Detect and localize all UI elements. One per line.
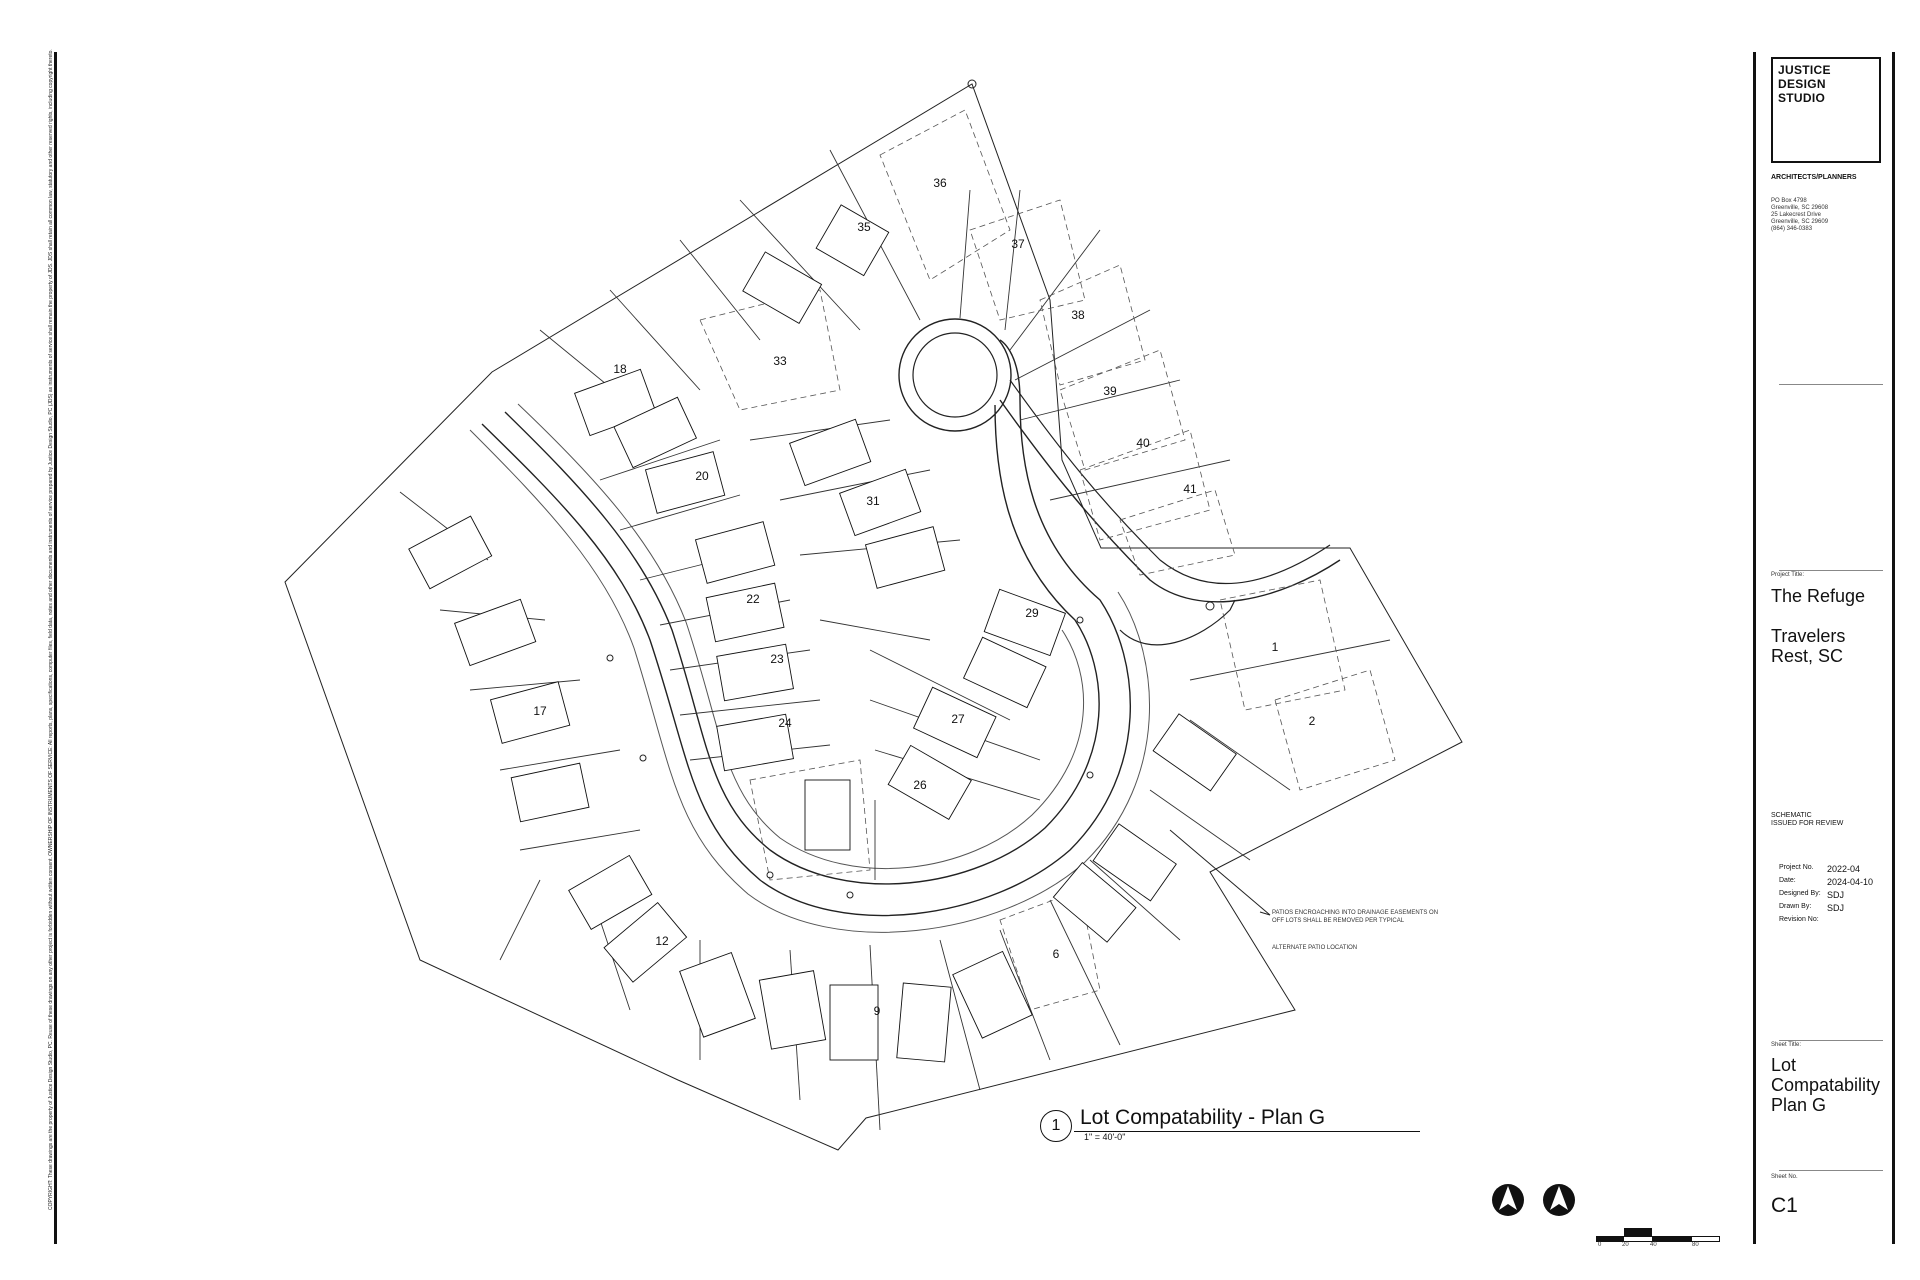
lot-number-35: 35 — [857, 220, 871, 234]
lot-number-22: 22 — [746, 592, 760, 606]
scale-tick-0: 0 — [1598, 1242, 1602, 1248]
lot-number-40: 40 — [1136, 436, 1150, 450]
left-border-line — [54, 52, 57, 1244]
meta-value: 2022-04 — [1827, 864, 1861, 874]
firm-name-line3: STUDIO — [1778, 91, 1826, 105]
meta-row: Project No. 2022-04 — [1779, 864, 1889, 874]
titleblock-rule — [1779, 384, 1883, 385]
meta-row: Date: 2024-04-10 — [1779, 877, 1889, 887]
meta-label: Designed By: — [1779, 890, 1821, 897]
lot-number-41: 41 — [1183, 482, 1197, 496]
scale-tick-20: 20 — [1622, 1242, 1629, 1248]
firm-address: PO Box 4798 Greenville, SC 29608 25 Lake… — [1771, 198, 1893, 233]
sheet-number-label: Sheet No. — [1771, 1174, 1798, 1180]
property-boundary — [284, 83, 1463, 1151]
sheet-number: C1 — [1771, 1194, 1798, 1217]
lot-number-23: 23 — [770, 652, 784, 666]
lot-number-2: 2 — [1309, 714, 1316, 728]
project-title-label: Project Title: — [1771, 572, 1805, 578]
titleblock-rule — [1779, 1040, 1883, 1041]
north-arrow-icon — [1543, 1184, 1575, 1216]
issue-status: SCHEMATIC ISSUED FOR REVIEW — [1771, 812, 1893, 828]
titleblock-border-right — [1892, 52, 1895, 1244]
sheet-title: Lot Compatability Plan G — [1771, 1055, 1893, 1115]
drawing-scale: 1" = 40'-0" — [1084, 1132, 1126, 1142]
address-line: PO Box 4798 — [1771, 198, 1807, 204]
lot-number-29: 29 — [1025, 606, 1039, 620]
meta-value: SDJ — [1827, 890, 1845, 900]
sheet-title-line2: Compatability — [1771, 1075, 1881, 1095]
lot-number-20: 20 — [695, 469, 709, 483]
lot-number-9: 9 — [874, 1004, 881, 1018]
sheet-title-line1: Lot — [1771, 1055, 1797, 1075]
sheet-title-label: Sheet Title: — [1771, 1042, 1802, 1048]
project-name: The Refuge — [1771, 586, 1866, 606]
lot-number-26: 26 — [913, 778, 927, 792]
meta-value: SDJ — [1827, 903, 1845, 913]
lot-number-17: 17 — [533, 704, 547, 718]
sheet-title-line3: Plan G — [1771, 1095, 1827, 1115]
lot-number-1: 1 — [1272, 640, 1279, 654]
lot-number-12: 12 — [655, 934, 669, 948]
alternate-patio-note: ALTERNATE PATIO LOCATION — [1272, 945, 1358, 951]
titleblock-rule — [1779, 1170, 1883, 1171]
street-curb-inner — [517, 403, 1084, 869]
address-line: 25 Lakecrest Drive — [1771, 212, 1822, 218]
meta-label: Date: — [1779, 877, 1796, 884]
culdesac-spur — [999, 399, 1341, 603]
status-line2: ISSUED FOR REVIEW — [1771, 820, 1844, 827]
lot-number-39: 39 — [1103, 384, 1117, 398]
lot-number-31: 31 — [866, 494, 880, 508]
entry-road — [1119, 599, 1236, 646]
meta-label: Revision No: — [1779, 916, 1819, 923]
meta-row: Drawn By: SDJ — [1779, 903, 1889, 913]
lot-number-24: 24 — [778, 716, 792, 730]
location-line2: Rest, SC — [1771, 646, 1844, 666]
address-line: Greenville, SC 29608 — [1771, 205, 1829, 211]
meta-row: Designed By: SDJ — [1779, 890, 1889, 900]
street-inner — [504, 404, 1100, 885]
meta-label: Project No. — [1779, 864, 1814, 871]
firm-tagline: ARCHITECTS/PLANNERS — [1771, 174, 1857, 181]
scale-tick-40: 40 — [1650, 1242, 1657, 1248]
location-line1: Travelers — [1771, 626, 1846, 646]
lot-number-38: 38 — [1071, 308, 1085, 322]
meta-row: Revision No: — [1779, 916, 1889, 923]
house-footprints — [408, 204, 1237, 1063]
north-arrow-icon — [1492, 1184, 1524, 1216]
lot-number-33: 33 — [773, 354, 787, 368]
lot-number-37: 37 — [1011, 237, 1025, 251]
titleblock-rule — [1779, 570, 1883, 571]
cul-de-sac-outer — [898, 318, 1012, 432]
lot-number-6: 6 — [1053, 947, 1060, 961]
lot-number-36: 36 — [933, 176, 947, 190]
lot-number-27: 27 — [951, 712, 965, 726]
drawing-number: 1 — [1040, 1110, 1072, 1142]
project-location: Travelers Rest, SC — [1771, 626, 1893, 666]
titleblock-border-left — [1753, 52, 1756, 1244]
status-line1: SCHEMATIC — [1771, 812, 1812, 819]
street-outer — [481, 339, 1131, 917]
caption-underline — [1074, 1131, 1420, 1132]
patio-easement-note: PATIOS ENCROACHING INTO DRAINAGE EASEMEN… — [1272, 910, 1439, 924]
firm-phone: (864) 346-0383 — [1771, 226, 1813, 232]
scale-tick-80: 80 — [1692, 1242, 1699, 1248]
firm-name-line1: JUSTICE — [1778, 63, 1831, 77]
firm-logo: JUSTICE DESIGN STUDIO — [1771, 57, 1881, 163]
drawing-title: Lot Compatability - Plan G — [1080, 1106, 1326, 1129]
meta-label: Drawn By: — [1779, 903, 1812, 910]
lot-number-18: 18 — [613, 362, 627, 376]
firm-name-line2: DESIGN — [1778, 77, 1826, 91]
cul-de-sac-inner — [912, 332, 998, 418]
street-curb-outer — [469, 429, 1151, 933]
address-line: Greenville, SC 29609 — [1771, 219, 1829, 225]
culdesac-spur-inner — [1009, 379, 1331, 585]
meta-value: 2024-04-10 — [1827, 877, 1874, 887]
